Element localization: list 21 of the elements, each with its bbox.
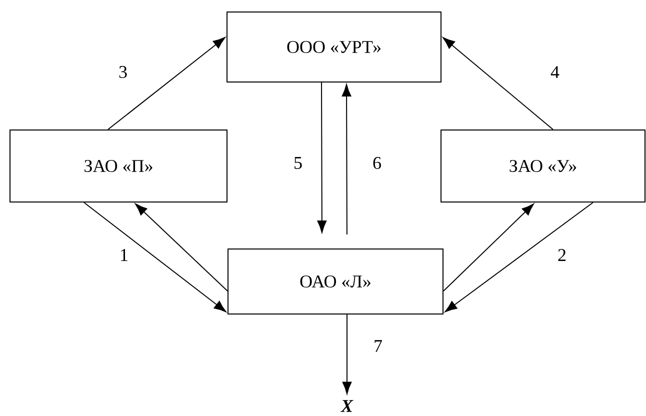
company-box: ООО «УРТ»: [226, 12, 442, 82]
edge-label: 4: [550, 66, 560, 78]
arrow: [442, 37, 554, 130]
company-box: ЗАО «П»: [10, 130, 228, 202]
arrow: [342, 314, 352, 394]
arrow: [84, 202, 226, 312]
edge-label: 6: [373, 156, 381, 170]
edge-label: 7: [374, 340, 382, 352]
output-variable: X: [340, 400, 354, 412]
edge-label: 3: [119, 66, 127, 78]
arrow: [443, 204, 534, 292]
company-box: ЗАО «У»: [440, 130, 646, 202]
edge-label: 5: [294, 157, 302, 169]
arrow: [317, 82, 327, 233]
arrow: [444, 202, 594, 312]
arrow: [135, 203, 228, 292]
arrow: [342, 84, 352, 235]
company-box: ОАО «Л»: [228, 248, 444, 314]
edge-label: 1: [121, 249, 128, 261]
edge-label: 2: [558, 249, 566, 261]
arrow: [108, 37, 226, 130]
